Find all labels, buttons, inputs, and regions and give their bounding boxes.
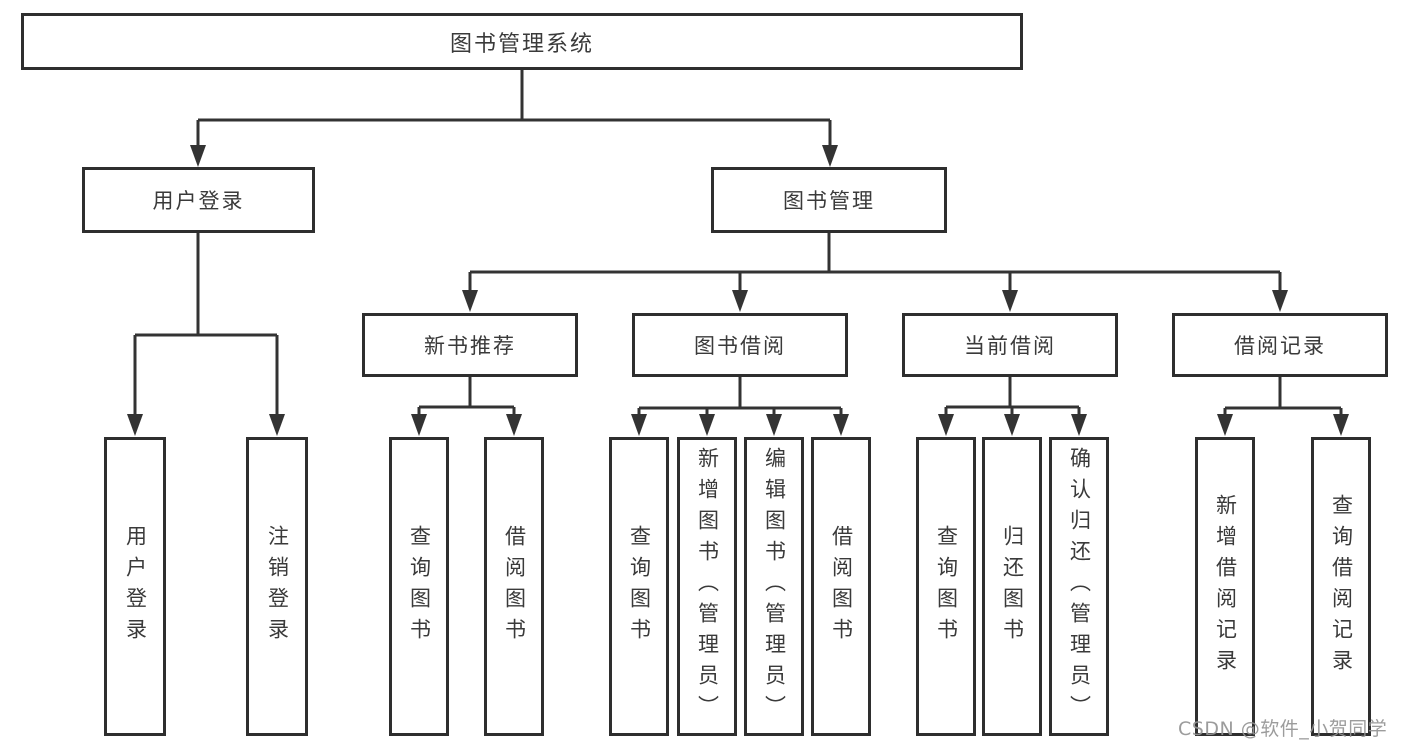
leaf-user-login: 用户登录: [104, 437, 166, 736]
leaf-logout: 注销登录: [246, 437, 308, 736]
node-current-borrow: 当前借阅: [902, 313, 1118, 377]
leaf-query-books-current: 查询图书: [916, 437, 976, 736]
node-book-borrow: 图书借阅: [632, 313, 848, 377]
leaf-query-books-borrow: 查询图书: [609, 437, 669, 736]
leaf-confirm-return-admin: 确认归还（管理员）: [1049, 437, 1109, 736]
leaf-query-borrow-record: 查询借阅记录: [1311, 437, 1371, 736]
leaf-return-book: 归还图书: [982, 437, 1042, 736]
node-user-login: 用户登录: [82, 167, 315, 233]
node-borrow-records: 借阅记录: [1172, 313, 1388, 377]
node-root-system: 图书管理系统: [21, 13, 1023, 70]
node-new-book-recommend: 新书推荐: [362, 313, 578, 377]
leaf-borrow-books-recommend: 借阅图书: [484, 437, 544, 736]
node-book-management: 图书管理: [711, 167, 947, 233]
leaf-borrow-books: 借阅图书: [811, 437, 871, 736]
leaf-edit-book-admin: 编辑图书（管理员）: [744, 437, 804, 736]
leaf-add-book-admin: 新增图书（管理员）: [677, 437, 737, 736]
leaf-query-books-recommend: 查询图书: [389, 437, 449, 736]
leaf-add-borrow-record: 新增借阅记录: [1195, 437, 1255, 736]
csdn-watermark: CSDN @软件_小贺同学: [1178, 718, 1388, 740]
